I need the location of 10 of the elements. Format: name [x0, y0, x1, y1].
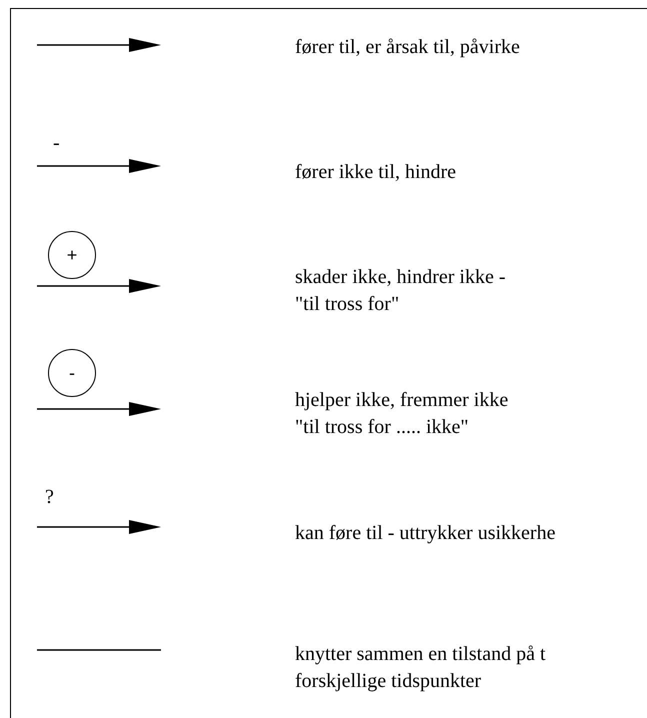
legend-text: hjelper ikke, fremmer ikke "til tross for ..... ikke" [295, 388, 510, 440]
circled-sign: - [48, 349, 96, 397]
sign-label: ? [45, 485, 54, 509]
legend-text: kan føre til - uttrykker usikkerhe [295, 521, 556, 546]
legend-text: skader ikke, hindrer ikke - "til tross for" [295, 265, 506, 317]
legend-text: fører ikke til, hindre [295, 160, 458, 185]
sign-label: - [53, 131, 60, 155]
legend-text: fører til, er årsak til, påvirke [295, 35, 521, 60]
circled-sign: + [48, 231, 96, 279]
legend-text: knytter sammen en tilstand på t forskjellige tidspunkter [295, 642, 546, 694]
